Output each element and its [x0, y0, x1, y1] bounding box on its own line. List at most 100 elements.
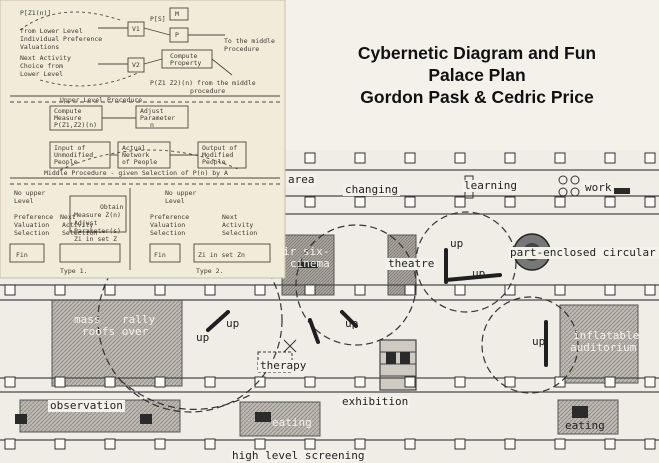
column-marker: [604, 152, 616, 164]
diagram-text: Parameter: [140, 114, 176, 122]
diagram-text: Output of: [202, 144, 238, 152]
diagram-text: P(Z1,Z2)(n): [54, 121, 98, 129]
diagram-text: Level: [14, 197, 34, 205]
column-marker: [644, 376, 656, 388]
diagram-text: To the middle: [224, 37, 275, 45]
column-marker: [644, 284, 656, 296]
column-marker: [104, 438, 116, 450]
diagram-text: P[S]: [150, 15, 166, 23]
diagram-text: Selection: [14, 229, 50, 237]
column-marker: [554, 284, 566, 296]
column-marker: [154, 376, 166, 388]
diagram-text: Selection: [222, 229, 258, 237]
column-marker: [404, 284, 416, 296]
column-marker: [54, 438, 66, 450]
diagram-text: Valuation: [14, 221, 50, 229]
column-marker: [154, 284, 166, 296]
diagram-text: n: [150, 121, 154, 129]
diagram-text: Measure: [54, 114, 82, 122]
diagram-text: P: [175, 31, 179, 39]
diagram-text: Property: [170, 59, 202, 67]
label-inflatable: inflatable: [573, 329, 640, 342]
column-marker: [4, 438, 16, 450]
column-marker: [104, 376, 116, 388]
column-marker: [204, 284, 216, 296]
diagram-text: Parameter(s): [74, 227, 121, 235]
column-marker: [354, 376, 366, 388]
diagram-text: Selection: [150, 229, 186, 237]
diagram-text: Activity: [62, 221, 94, 229]
label-eating-mid: eating: [272, 416, 312, 429]
label-auditorium: auditorium: [570, 341, 637, 354]
diagram-text: Upper Level Procedure: [60, 96, 143, 104]
column-marker: [454, 284, 466, 296]
label-up-far-left: up: [196, 331, 210, 344]
column-marker: [554, 376, 566, 388]
diagram-text: Compute: [170, 52, 198, 60]
label-up-left: up: [226, 317, 240, 330]
column-marker: [254, 284, 266, 296]
diagram-text: Type 2.: [196, 267, 224, 275]
diagram-text: Fin: [154, 251, 166, 259]
diagram-text: People: [54, 158, 78, 166]
diagram-text: Type 1.: [60, 267, 88, 275]
diagram-text: Unmodified: [54, 151, 94, 159]
label-eating-right: eating: [565, 419, 605, 432]
label-changing: changing: [343, 183, 400, 196]
column-marker: [304, 376, 316, 388]
diagram-text: Modified: [202, 151, 234, 159]
diagram-text: Level: [165, 197, 185, 205]
column-marker: [254, 438, 266, 450]
column-marker: [604, 438, 616, 450]
column-marker: [54, 376, 66, 388]
diagram-text: procedure: [190, 87, 226, 95]
diagram-text: Valuations: [20, 43, 60, 51]
diagram-text: P[Z1(n)]: [20, 9, 52, 17]
column-marker: [4, 284, 16, 296]
column-marker: [404, 376, 416, 388]
column-marker: [304, 152, 316, 164]
column-marker: [204, 376, 216, 388]
column-marker: [204, 438, 216, 450]
label-six-cinema-a: ir six-: [283, 245, 330, 258]
column-marker: [644, 196, 656, 208]
diagram-text: P(Z1 Z2)(n) from the middle: [150, 79, 256, 87]
label-up-center: up: [472, 267, 486, 280]
label-therapy: therapy: [258, 359, 309, 372]
column-marker: [104, 284, 116, 296]
diagram-text: Zi in set Z: [74, 235, 118, 243]
column-marker: [354, 152, 366, 164]
label-learning: learning: [462, 179, 519, 192]
diagram-text: from Lower Level: [20, 27, 83, 35]
title-line-2: Palace Plan: [428, 65, 526, 85]
diagram-text: No upper: [14, 189, 46, 197]
column-marker: [644, 152, 656, 164]
diagram-text: Input of: [54, 144, 86, 152]
label-up-theatre: up: [450, 237, 464, 250]
diagram-text: Selection: [62, 229, 98, 237]
column-marker: [354, 196, 366, 208]
column-marker: [644, 438, 656, 450]
column-marker: [404, 152, 416, 164]
label-roofs-over: roofs over: [82, 325, 149, 338]
title-line-3: Gordon Pask & Cedric Price: [360, 87, 594, 107]
column-marker: [604, 376, 616, 388]
label-observation: observation: [48, 399, 125, 412]
diagram-text: Compute: [54, 107, 82, 115]
diagram-text: Zi in set Zn: [198, 251, 245, 259]
diagram-text: Network: [122, 151, 150, 159]
diagram-text: Preference: [150, 213, 190, 221]
column-marker: [454, 196, 466, 208]
column-marker: [454, 438, 466, 450]
diagram-text: Adjust: [140, 107, 164, 115]
column-marker: [404, 438, 416, 450]
diagram-text: Individual Preference: [20, 35, 103, 43]
column-marker: [54, 284, 66, 296]
column-marker: [4, 376, 16, 388]
diagram-text: Next Activity: [20, 54, 71, 62]
diagram-text: Next: [222, 213, 238, 221]
label-up-right: up: [532, 335, 546, 348]
diagram-text: Middle Procedure - given Selection of P(…: [44, 169, 228, 177]
column-marker: [404, 196, 416, 208]
label-high-level-screening: high level screening: [230, 449, 367, 462]
